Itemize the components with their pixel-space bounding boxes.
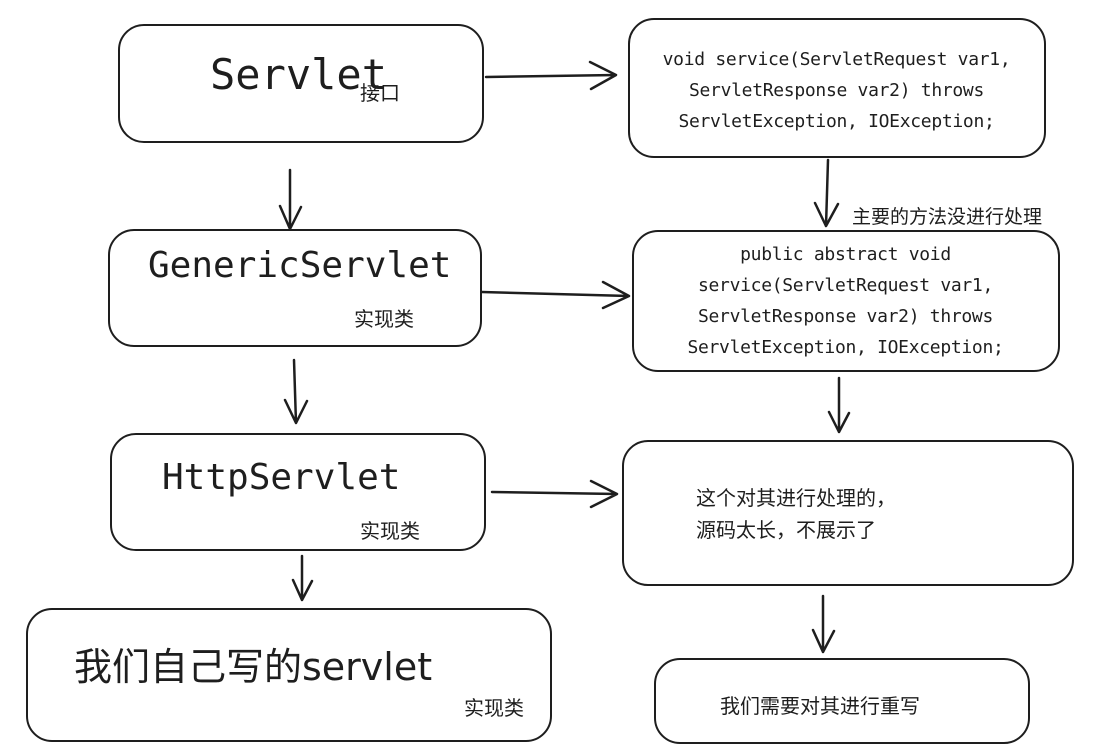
arrow-generic-to-abstract bbox=[480, 280, 631, 310]
http-handling-text: 这个对其进行处理的， 源码太长，不展示了 bbox=[696, 482, 896, 546]
service-interface-node: void service(ServletRequest var1, Servle… bbox=[628, 18, 1046, 158]
code-line: ServletException, IOException; bbox=[687, 337, 1004, 358]
http-handling-node: 这个对其进行处理的， 源码太长，不展示了 bbox=[622, 440, 1074, 586]
servlet-title: Servlet bbox=[210, 50, 388, 99]
override-node: 我们需要对其进行重写 bbox=[654, 658, 1030, 744]
code-line: public abstract void bbox=[740, 244, 951, 265]
text-line: 这个对其进行处理的， bbox=[696, 486, 896, 510]
service-abstract-node: public abstract void service(ServletRequ… bbox=[632, 230, 1060, 372]
arrow-generic-to-http bbox=[283, 358, 309, 425]
servlet-tag: 接口 bbox=[360, 81, 400, 105]
http-servlet-tag: 实现类 bbox=[360, 519, 420, 543]
generic-servlet-node: GenericServlet 实现类 bbox=[108, 229, 482, 347]
servlet-node: Servlet 接口 bbox=[118, 24, 484, 143]
code-line: ServletException, IOException; bbox=[678, 111, 995, 132]
arrow-abstract-to-handling bbox=[827, 376, 851, 434]
code-line: service(ServletRequest var1, bbox=[697, 275, 994, 296]
code-line: ServletResponse var2) throws bbox=[697, 306, 994, 327]
override-text: 我们需要对其进行重写 bbox=[720, 694, 920, 718]
service-abstract-code: public abstract void service(ServletRequ… bbox=[634, 239, 1057, 363]
arrow-handling-to-override bbox=[811, 594, 836, 654]
http-servlet-node: HttpServlet 实现类 bbox=[110, 433, 486, 551]
our-servlet-node: 我们自己写的servlet 实现类 bbox=[26, 608, 552, 742]
code-line: void service(ServletRequest var1, bbox=[662, 49, 1011, 70]
text-line: 源码太长，不展示了 bbox=[696, 518, 876, 542]
service-interface-code: void service(ServletRequest var1, Servle… bbox=[630, 44, 1043, 137]
arrow-http-to-handling bbox=[490, 479, 619, 509]
generic-servlet-title: GenericServlet bbox=[148, 245, 452, 286]
code-line: ServletResponse var2) throws bbox=[688, 80, 985, 101]
main-method-note: 主要的方法没进行处理 bbox=[852, 206, 1043, 228]
arrow-service-to-abstract bbox=[813, 158, 840, 228]
our-servlet-title: 我们自己写的servlet bbox=[74, 645, 433, 689]
arrow-servlet-to-generic bbox=[278, 168, 303, 231]
arrow-servlet-to-service bbox=[484, 60, 618, 91]
our-servlet-tag: 实现类 bbox=[464, 696, 524, 720]
generic-servlet-tag: 实现类 bbox=[354, 307, 414, 331]
arrow-http-to-ours bbox=[291, 554, 314, 602]
http-servlet-title: HttpServlet bbox=[162, 457, 401, 498]
